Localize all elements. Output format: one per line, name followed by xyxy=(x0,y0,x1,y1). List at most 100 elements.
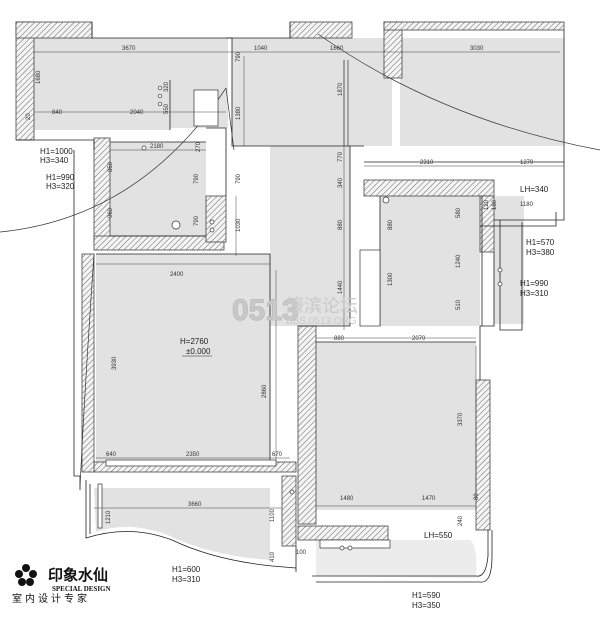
wall-segment xyxy=(289,21,353,39)
wall-segment xyxy=(15,21,35,141)
height-note: H3=320 xyxy=(46,182,75,191)
outlet-icon xyxy=(347,545,353,551)
dim-label: 320 xyxy=(164,81,170,92)
room-top-center xyxy=(232,38,392,146)
dim-label: 790 xyxy=(194,173,200,184)
company-logo: 印象水仙 SPECIAL DESIGN 室内设计专家 xyxy=(12,564,111,605)
dim-label: 1680 xyxy=(36,70,42,84)
outlet-icon xyxy=(157,101,163,107)
dim-label: 2860 xyxy=(262,384,268,398)
wall-outlines xyxy=(16,22,565,583)
dim-label: 2180 xyxy=(150,144,164,150)
dim-label: 410 xyxy=(270,551,276,562)
room-balcony-right xyxy=(494,196,524,324)
floor-drain-icon xyxy=(171,220,181,230)
dim-label: 3030 xyxy=(470,46,484,52)
height-note: H3=340 xyxy=(40,156,69,165)
dim-label: 1180 xyxy=(520,202,534,208)
dim-label: 790 xyxy=(236,51,242,62)
logo-title-en: SPECIAL DESIGN xyxy=(52,585,111,593)
room-right-mid xyxy=(380,196,480,326)
wall-segment xyxy=(297,525,389,541)
fixtures xyxy=(141,85,503,551)
dim-label: 670 xyxy=(272,452,283,458)
wall-segment xyxy=(93,235,225,251)
room-bath xyxy=(108,142,206,238)
dim-label: 1210 xyxy=(106,510,112,524)
door-swings xyxy=(0,33,600,549)
dim-label: 960 xyxy=(108,207,114,218)
dim-label: 790 xyxy=(194,215,200,226)
dim-label: 840 xyxy=(52,110,63,116)
dim-label: 1240 xyxy=(456,254,462,268)
dim-label: 1660 xyxy=(330,46,344,52)
floor-level-label: ±0.000 xyxy=(186,347,211,356)
dim-label: 1470 xyxy=(422,496,436,502)
height-notes: H1=1000 H3=340 H1=990 H3=320 H1=570 H3=3… xyxy=(40,147,555,610)
height-note: H1=990 xyxy=(46,173,75,182)
dim-label: 270 xyxy=(196,141,202,152)
dim-label: 1440 xyxy=(338,280,344,294)
room-living xyxy=(96,254,270,462)
daffodil-logo-icon xyxy=(15,564,37,586)
watermark: 0513 濠滨论坛 BBS.0513.ORG xyxy=(232,294,359,328)
dim-label: 2040 xyxy=(130,110,144,116)
wall-segment xyxy=(15,21,93,39)
room-balcony-bottom xyxy=(94,488,270,560)
wall-segment xyxy=(475,379,491,531)
height-note: H3=310 xyxy=(520,289,549,298)
wall-segment xyxy=(363,179,495,197)
dim-label: 180 xyxy=(492,199,498,210)
dim-label: 3670 xyxy=(122,46,136,52)
dim-label: 770 xyxy=(338,151,344,162)
logo-subtitle: 室内设计专家 xyxy=(12,592,90,605)
height-note: H1=570 xyxy=(526,238,555,247)
dim-label: 1480 xyxy=(340,496,354,502)
dim-label: 100 xyxy=(296,550,307,556)
room-height-label: H=2760 xyxy=(180,337,209,346)
watermark-forum: 濠滨论坛 xyxy=(286,296,358,316)
dim-label: 640 xyxy=(106,452,117,458)
lh-label: LH=340 xyxy=(520,185,549,194)
dim-label: 20 xyxy=(26,113,32,120)
floor-drain-icon xyxy=(382,196,390,204)
wall-segment xyxy=(297,325,317,525)
dim-label: 790 xyxy=(236,173,242,184)
height-note: H1=590 xyxy=(412,591,441,600)
outlet-icon xyxy=(209,219,215,225)
watermark-number: 0513 xyxy=(232,294,299,327)
dim-label: 240 xyxy=(458,515,464,526)
room-top-right xyxy=(400,38,564,146)
lh-label: LH=550 xyxy=(424,531,453,540)
dim-label: 850 xyxy=(108,161,114,172)
height-note: H3=310 xyxy=(172,575,201,584)
door-arc xyxy=(317,33,600,151)
dim-label: 1380 xyxy=(236,106,242,120)
dim-label: 2400 xyxy=(170,272,184,278)
dim-label: 1040 xyxy=(254,46,268,52)
dim-label: 1270 xyxy=(520,160,534,166)
wall-segment xyxy=(205,195,227,243)
dim-label: 880 xyxy=(338,219,344,230)
room-top-left xyxy=(34,38,170,130)
dim-label: 80 xyxy=(474,493,480,500)
outlet-icon xyxy=(289,489,295,495)
dim-label: 2350 xyxy=(186,452,200,458)
door-arc xyxy=(79,253,95,489)
outlet-icon xyxy=(209,227,215,233)
outlet-icon xyxy=(157,85,163,91)
wall-segment xyxy=(383,21,565,31)
dim-label: 3930 xyxy=(112,356,118,370)
dim-label: 510 xyxy=(456,299,462,310)
wall-segment xyxy=(93,137,111,243)
dim-label: 2310 xyxy=(420,160,434,166)
dim-label: 120 xyxy=(484,199,490,210)
dim-label: 1100 xyxy=(270,508,276,522)
walls xyxy=(15,21,565,547)
dim-label: 1300 xyxy=(388,272,394,286)
outlet-icon xyxy=(497,267,503,273)
watermark-url: BBS.0513.ORG xyxy=(286,316,357,327)
dim-label: 550 xyxy=(164,103,170,114)
